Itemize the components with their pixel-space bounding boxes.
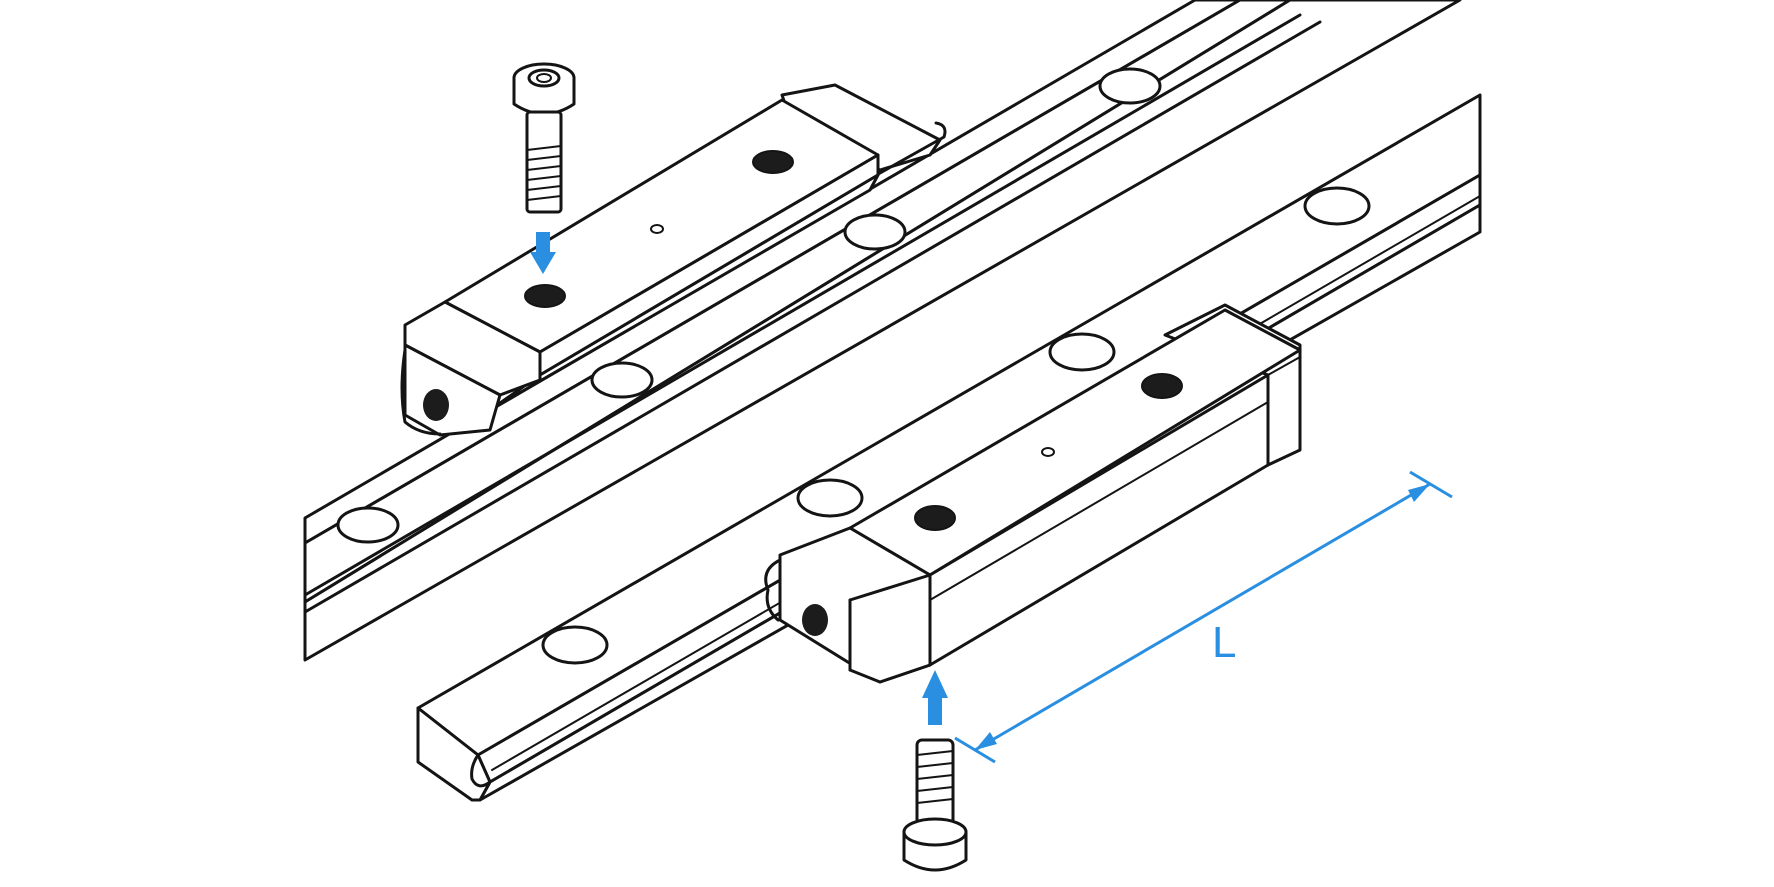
top-insert-arrow-icon bbox=[530, 232, 556, 274]
back-rail bbox=[303, 0, 1462, 662]
front-rail-hole-3 bbox=[1048, 332, 1116, 372]
back-carriage bbox=[400, 83, 947, 437]
rail-hole-1 bbox=[336, 506, 400, 544]
front-rail-hole-2 bbox=[796, 478, 864, 518]
rail-hole-2 bbox=[590, 361, 654, 399]
bottom-screw-icon bbox=[902, 738, 968, 872]
rail-hole-3 bbox=[843, 213, 907, 251]
end-cap-screw-hole bbox=[423, 389, 449, 421]
front-rail-hole-1 bbox=[541, 625, 609, 665]
front-end-cap-screw-hole bbox=[802, 604, 828, 636]
top-screw-icon bbox=[512, 62, 576, 214]
carriage-tapped-hole-2 bbox=[752, 150, 794, 174]
lube-hole bbox=[650, 224, 664, 234]
front-carriage-tapped-hole-2 bbox=[1141, 373, 1183, 399]
dimension-label: L bbox=[1212, 618, 1236, 667]
dimension-l bbox=[954, 470, 1453, 764]
bottom-insert-arrow-icon bbox=[922, 670, 948, 725]
front-carriage bbox=[764, 303, 1302, 684]
carriage-tapped-hole-1 bbox=[524, 284, 566, 308]
rail-hole-4 bbox=[1098, 67, 1162, 105]
front-carriage-tapped-hole-1 bbox=[914, 505, 956, 531]
front-lube-hole bbox=[1041, 447, 1055, 457]
front-rail-hole-4 bbox=[1303, 186, 1371, 226]
